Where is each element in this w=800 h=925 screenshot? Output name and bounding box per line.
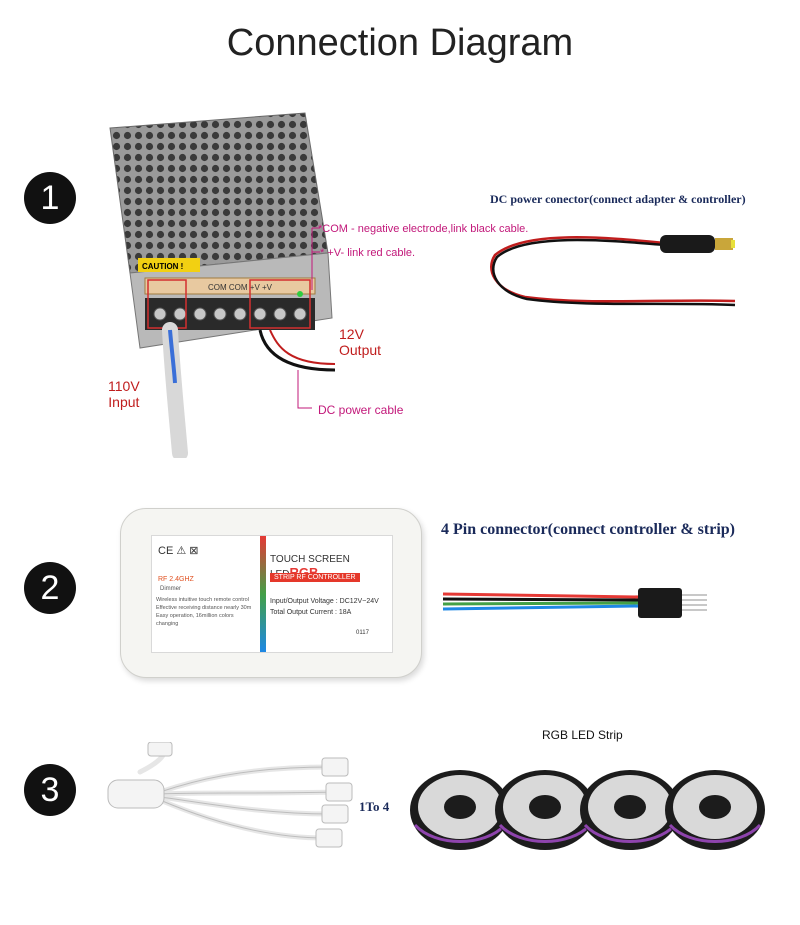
output-label-line-2: Output: [339, 342, 382, 358]
one-to-four-splitter: [107, 742, 353, 848]
com-note: *COM - negative electrode,link black cab…: [318, 223, 529, 235]
caution-text: CAUTION !: [142, 262, 183, 271]
input-label: 110V Input: [108, 378, 140, 410]
four-pin-connector: [442, 588, 707, 618]
output-label: 12V Output: [339, 326, 381, 358]
current-text: Total Output Current : 18A: [270, 609, 352, 616]
ce-mark: CE ⚠ ⊠: [158, 545, 199, 557]
rf-controller: CE ⚠ ⊠ RF 2.4GHZ Dimmer Wireless intuiti…: [120, 508, 422, 678]
led-reel: [580, 770, 680, 850]
splitter-label: 1To 4: [359, 799, 390, 814]
power-supply-illustration: CAUTION ! COM COM +V +V: [109, 112, 336, 458]
rf-text: RF 2.4GHZ: [158, 576, 194, 583]
strip-label: RGB LED Strip: [542, 728, 623, 742]
page-title: Connection Diagram: [226, 22, 574, 64]
rgb-stripe: [260, 536, 266, 652]
feature-item: Easy operation, 16million colors changin…: [156, 613, 234, 627]
step-3-badge: 3: [24, 764, 76, 816]
v-note: * +V- link red cable.: [320, 247, 416, 259]
led-reel: [495, 770, 595, 850]
led-reel: [410, 770, 510, 850]
feature-item: Wireless intuitive touch remote control: [156, 597, 249, 603]
annotation-leaders: [297, 227, 320, 409]
output-label-line-1: 12V: [339, 326, 364, 342]
step-2-badge: 2: [24, 562, 76, 614]
sub-line: STRIP RF CONTROLLER: [270, 573, 360, 582]
feature-item: Effective receiving distance nearly 30m: [156, 605, 252, 611]
feature-list: Wireless intuitive touch remote control …: [156, 596, 256, 628]
code-text: 0117: [356, 630, 369, 636]
pin-connector-label: 4 Pin connector(connect controller & str…: [441, 521, 736, 538]
dc-connector-label: DC power conector(connect adapter & cont…: [490, 192, 746, 206]
dc-connector-cable: [490, 235, 736, 307]
dimmer-text: Dimmer: [160, 586, 181, 592]
psu-terminal-labels: COM COM +V +V: [208, 283, 273, 292]
input-label-line-2: Input: [108, 394, 140, 410]
step-1-badge: 1: [24, 172, 76, 224]
input-label-line-1: 110V: [108, 378, 140, 394]
caution-label: [138, 258, 200, 272]
voltage-text: Input/Output Voltage : DC12V~24V: [270, 598, 379, 605]
rgb-led-strip-reels: [410, 770, 765, 850]
controller-label-panel: CE ⚠ ⊠ RF 2.4GHZ Dimmer Wireless intuiti…: [151, 535, 393, 653]
led-reel: [665, 770, 765, 850]
dc-cable-label: DC power cable: [318, 403, 404, 417]
